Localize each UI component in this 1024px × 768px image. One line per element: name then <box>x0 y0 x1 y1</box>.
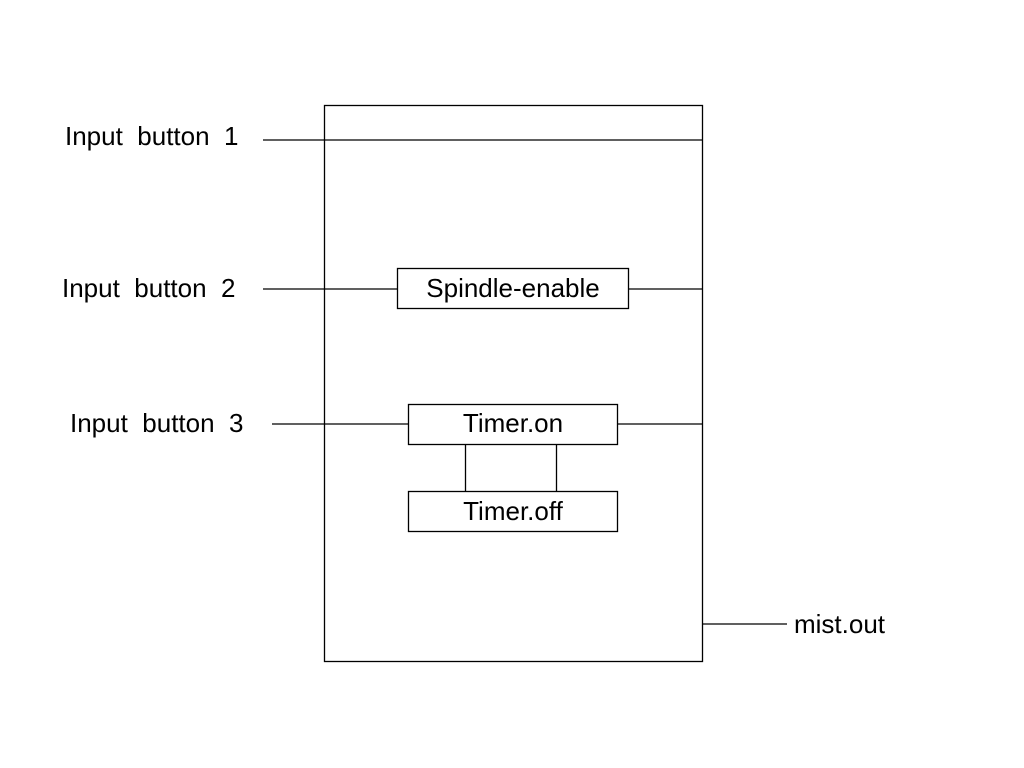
spindle-enable-block <box>396 267 630 310</box>
main-block-frame <box>323 104 704 663</box>
timer-on-label: Timer.on <box>463 408 563 438</box>
input-button-1-label: Input button 1 <box>65 121 238 151</box>
mist-out-label: mist.out <box>794 609 886 639</box>
timer-on-block <box>407 403 619 446</box>
input-button-2-label: Input button 2 <box>62 273 235 303</box>
timer-off-block <box>407 490 619 533</box>
timer-off-label: Timer.off <box>463 496 563 526</box>
spindle-enable-label: Spindle-enable <box>426 273 599 303</box>
input-button-3-label: Input button 3 <box>70 408 243 438</box>
